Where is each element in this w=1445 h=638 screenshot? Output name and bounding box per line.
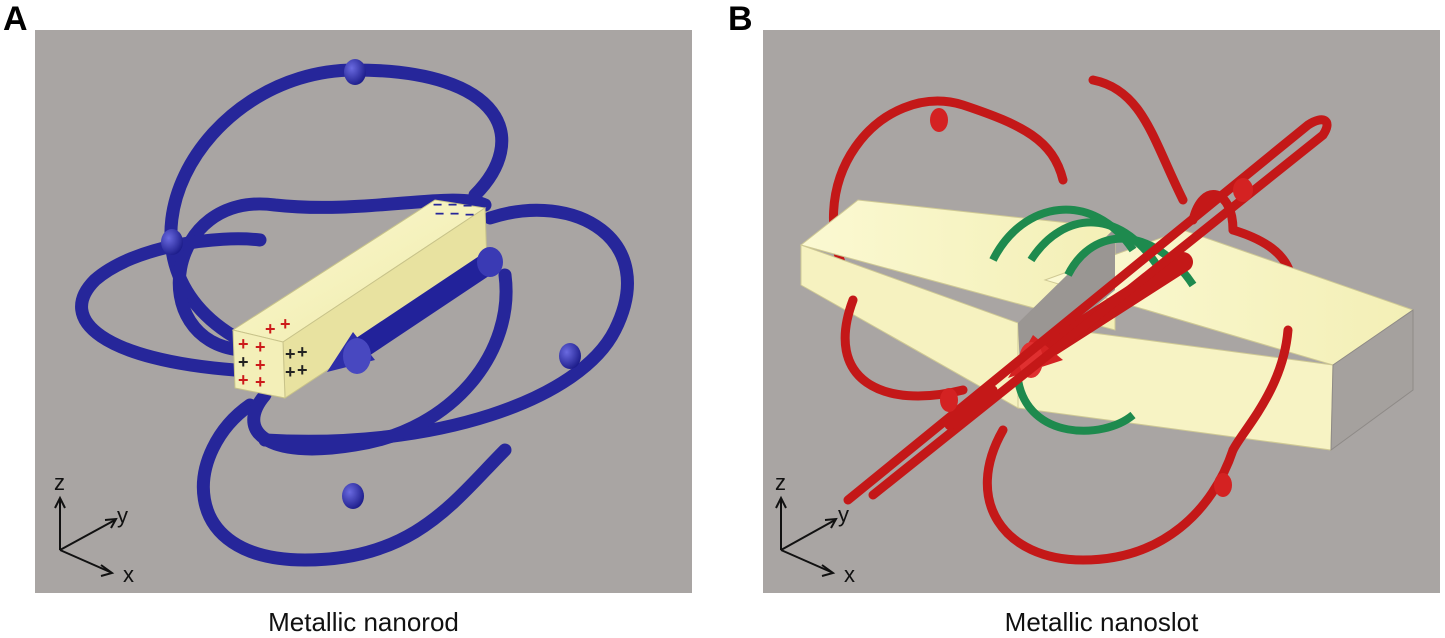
minus-charge: −: [433, 197, 442, 214]
x-axis-label: x: [844, 562, 855, 587]
minus-charge: −: [465, 207, 474, 224]
field-line-right-lower: [1228, 325, 1293, 455]
field-line-bottom-outer: [196, 398, 512, 567]
arrow-marker: [161, 229, 183, 255]
arrow-marker: [1233, 178, 1253, 202]
minus-charge: −: [448, 197, 457, 214]
field-line-slot-top: [1188, 190, 1238, 235]
field-line-bottom: [982, 425, 1238, 565]
field-line-top-right: [1088, 75, 1188, 205]
z-axis-label: z: [54, 470, 65, 495]
plus-charge: +: [255, 355, 266, 375]
plus-charge: +: [280, 314, 291, 334]
dipole-arrow: [327, 247, 503, 374]
arrow-marker: [344, 59, 366, 85]
slab-end-face: [1330, 309, 1414, 452]
arrow-marker: [930, 108, 948, 132]
plus-charge: +: [297, 342, 308, 362]
z-axis-label: z: [775, 470, 786, 495]
plus-charge: +: [238, 334, 249, 354]
y-axis: [59, 519, 116, 551]
plus-charge: +: [297, 360, 308, 380]
field-line-top-left: [829, 96, 1068, 295]
nanorod-end-face: [232, 329, 286, 399]
minus-charge: −: [450, 206, 459, 223]
field-line-left-small: [944, 385, 998, 430]
nanoslot-diagram: z y x: [775, 75, 1415, 587]
plus-charge: +: [238, 370, 249, 390]
x-axis: [780, 549, 832, 573]
nanoslot-field-lines-front: [840, 115, 1332, 565]
arrow-marker: [559, 343, 581, 369]
field-line-left-lower: [840, 295, 968, 401]
metal-slab: [799, 199, 1415, 452]
field-line-left: [75, 232, 267, 377]
plus-charge: +: [255, 337, 266, 357]
panel-a-label: A: [3, 0, 28, 38]
green-loop-lower: [1014, 379, 1136, 435]
x-axis-label: x: [123, 562, 134, 587]
x-axis: [59, 549, 111, 573]
panel-b-caption: Metallic nanoslot: [1004, 607, 1199, 637]
nanorod-field-lines: [75, 63, 634, 567]
panel-b-label: B: [728, 0, 753, 38]
minus-charge: −: [435, 206, 444, 223]
y-axis-label: y: [117, 503, 128, 528]
minus-charge: −: [463, 198, 472, 215]
field-line-long-loop: [843, 115, 1332, 505]
arrow-marker: [1214, 473, 1232, 497]
panel-b-figure: z y x: [763, 30, 1440, 593]
plus-charge: +: [255, 372, 266, 392]
plus-charge: +: [265, 319, 276, 339]
nanorod-field-arrows: [161, 59, 581, 509]
plus-charge: +: [285, 344, 296, 364]
negative-charges: − − − − − −: [433, 197, 474, 224]
axes-b: [775, 495, 838, 577]
panel-a-figure: + + + + + + + + + + + + − − − − − −: [35, 30, 692, 593]
field-line-bottom-inner: [247, 268, 513, 456]
y-axis: [780, 519, 836, 551]
y-axis-label: y: [838, 502, 849, 527]
nanorod-block: [231, 199, 488, 399]
arrow-marker: [940, 388, 958, 412]
panel-a-caption: Metallic nanorod: [268, 607, 459, 637]
axes-a: [54, 495, 118, 577]
plus-charge: +: [238, 352, 249, 372]
arrow-marker: [342, 483, 364, 509]
slot-wall: [1018, 228, 1115, 370]
positive-charges: + + + + + + + + + + + +: [238, 314, 308, 392]
nanoslot-field-arrows: [930, 108, 1253, 497]
plus-charge: +: [285, 362, 296, 382]
nanorod-diagram: + + + + + + + + + + + + − − − − − −: [54, 59, 634, 587]
